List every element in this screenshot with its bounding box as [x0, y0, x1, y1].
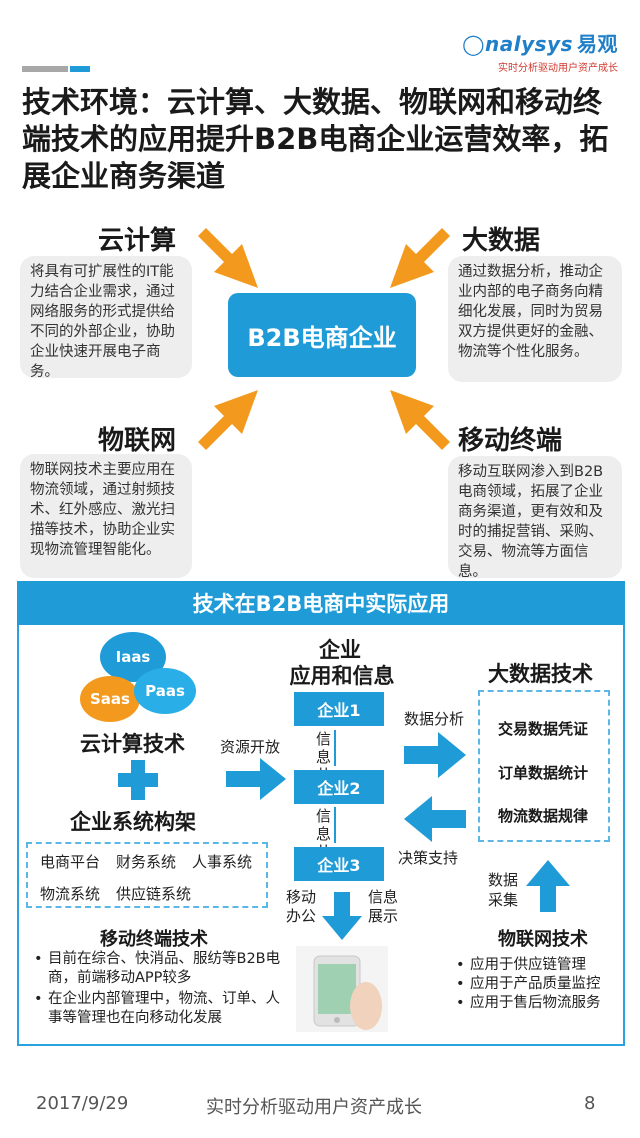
mobile-tech-bullets: 目前在综合、快消品、服纺等B2B电商，前端移动APP较多 在企业内部管理中，物流…: [34, 950, 290, 1028]
enterprise-chip: 企业1: [294, 692, 384, 726]
data-collect-label: 数据采集: [488, 871, 519, 909]
enterprise-chip: 企业2: [294, 770, 384, 804]
b2b-center-box: B2B电商企业: [228, 293, 416, 377]
enterprise-title-2: 应用和信息: [289, 664, 395, 688]
divider: [334, 730, 336, 766]
info-display-label: 信息展示: [368, 888, 399, 925]
list-item: 目前在综合、快消品、服纺等B2B电商，前端移动APP较多: [34, 950, 290, 988]
list-item: 应用于售后物流服务: [456, 994, 624, 1013]
bigdata-tech-box: [478, 690, 610, 842]
mobile-desc: 移动互联网渗入到B2B电商领域，拓展了企业商务渠道，更有效和及时的捕捉营销、采购…: [448, 456, 622, 580]
logo-tagline: 实时分析驱动用户资产成长: [498, 63, 618, 74]
arrow-right-icon: [404, 732, 466, 778]
mobile-tech-title: 移动终端技术: [100, 929, 208, 950]
footer-slogan: 实时分析驱动用户资产成长: [206, 1097, 422, 1118]
enterprise-arch-box: [26, 842, 268, 908]
logo-cn: 易观: [577, 32, 618, 56]
iot-tech-title: 物联网技术: [498, 929, 588, 950]
enterprise-arch-title: 企业系统构架: [70, 810, 196, 834]
mobile-office-label: 移动办公: [286, 888, 317, 925]
header-bar-gray: [22, 66, 68, 72]
logo-mark-icon: ◯: [462, 32, 486, 56]
application-heading: 技术在B2B电商中实际应用: [17, 581, 625, 625]
arrow-down-icon: [322, 892, 362, 940]
bigdata-item: 订单数据统计: [498, 764, 589, 782]
resource-open-label: 资源开放: [220, 738, 281, 756]
bigdata-label: 大数据: [462, 226, 541, 256]
list-item: 应用于供应链管理: [456, 956, 624, 975]
saas-bubble: Saas: [80, 676, 140, 722]
arrow-down-right-icon: [198, 228, 258, 288]
bigdata-desc: 通过数据分析，推动企业内部的电子商务向精细化发展，同时为贸易双方提供更好的金融、…: [448, 256, 622, 382]
phone-illustration: [296, 946, 388, 1032]
mobile-label: 移动终端: [458, 426, 563, 456]
arch-item: 电商平台: [40, 853, 101, 871]
list-item: 在企业内部管理中，物流、订单、人事等管理也在向移动化发展: [34, 990, 290, 1028]
arrow-up-right-icon: [198, 390, 258, 450]
arrow-up-left-icon: [390, 390, 450, 450]
data-analysis-label: 数据分析: [404, 710, 465, 728]
arch-item: 物流系统: [40, 885, 101, 903]
iot-tech-bullets: 应用于供应链管理 应用于产品质量监控 应用于售后物流服务: [456, 956, 624, 1013]
enterprise-title-1: 企业: [319, 638, 361, 662]
arch-item: 人事系统: [192, 853, 253, 871]
arrow-left-icon: [404, 796, 466, 842]
header-bar-blue: [70, 66, 90, 72]
arrow-right-icon: [226, 758, 286, 800]
iot-label: 物联网: [98, 426, 177, 456]
divider: [334, 807, 336, 843]
arch-item: 财务系统: [116, 853, 177, 871]
arrow-up-icon: [526, 860, 570, 912]
page-number: 8: [584, 1093, 596, 1114]
arch-item: 供应链系统: [116, 885, 192, 903]
cloud-desc: 将具有可扩展性的IT能力结合企业需求，通过网络服务的形式提供给不同的外部企业，协…: [20, 256, 192, 380]
iaas-bubble: Iaas: [100, 632, 166, 682]
enterprise-chip: 企业3: [294, 847, 384, 881]
plus-icon: [118, 760, 158, 800]
bigdata-item: 交易数据凭证: [498, 720, 589, 738]
cloud-tech-title: 云计算技术: [80, 732, 185, 756]
bigdata-item: 物流数据规律: [498, 807, 589, 825]
paas-bubble: Paas: [134, 668, 196, 714]
arrow-down-left-icon: [390, 228, 450, 288]
page-title: 技术环境：云计算、大数据、物联网和移动终端技术的应用提升B2B电商企业运营效率，…: [22, 85, 609, 193]
iot-desc: 物联网技术主要应用在物流领域，通过射频技术、红外感应、激光扫描等技术，协助企业实…: [20, 454, 192, 578]
bigdata-tech-title: 大数据技术: [488, 662, 593, 686]
list-item: 应用于产品质量监控: [456, 975, 624, 994]
logo-text: nalysys: [485, 32, 573, 56]
decision-support-label: 决策支持: [398, 849, 459, 867]
footer-date: 2017/9/29: [36, 1093, 129, 1114]
cloud-label: 云计算: [98, 226, 177, 256]
